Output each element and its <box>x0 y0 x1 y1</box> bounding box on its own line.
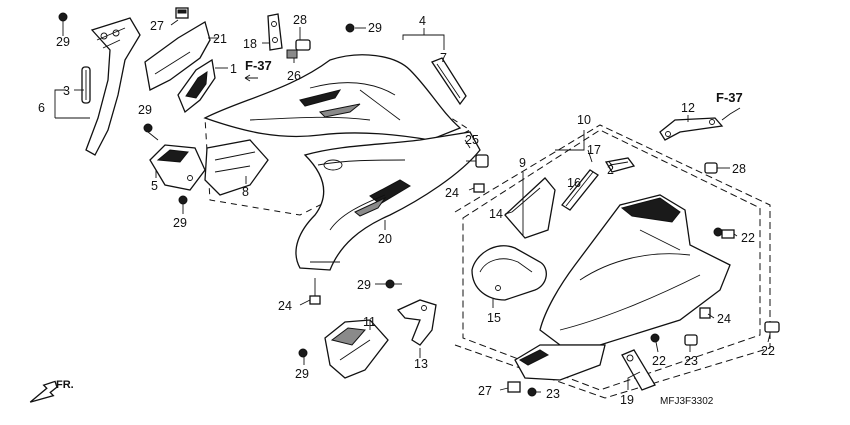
main-side-cowl-20 <box>295 131 481 271</box>
bolt-29-lower-left <box>178 195 188 205</box>
bolt-22-right-upper <box>713 227 735 239</box>
leader-lines <box>54 19 771 393</box>
bolt-29-top-center <box>345 23 355 33</box>
grommet-28-top <box>295 39 311 51</box>
callout-9: 9 <box>519 156 526 170</box>
callout-17: 17 <box>587 143 601 157</box>
callout-29-lower-center: 29 <box>357 278 371 292</box>
collar-26 <box>286 49 298 59</box>
inner-panel-15 <box>471 245 547 301</box>
callout-23-lower: 23 <box>684 354 698 368</box>
callout-19: 19 <box>620 393 634 407</box>
callout-29-bottom-left: 29 <box>295 367 309 381</box>
callout-8: 8 <box>242 185 249 199</box>
side-rubber-strip <box>81 66 91 104</box>
bolt-23-lower <box>684 334 698 346</box>
group-outline-inner-panels <box>462 129 761 391</box>
ref-arrow-left <box>244 74 258 82</box>
inner-bracket-5 <box>149 144 206 191</box>
callout-22-far-right: 22 <box>761 344 775 358</box>
callout-22-lower: 22 <box>652 354 666 368</box>
callout-11: 11 <box>363 315 376 329</box>
callout-13: 13 <box>414 357 428 371</box>
callout-12: 12 <box>681 101 695 115</box>
callout-15: 15 <box>487 311 501 325</box>
callout-29-mid-left: 29 <box>138 103 152 117</box>
bolt-22-far-right <box>764 321 780 333</box>
callout-2: 2 <box>607 163 614 177</box>
callout-28-top: 28 <box>293 13 307 27</box>
callout-24-center: 24 <box>445 186 459 200</box>
callout-29-lower-left: 29 <box>173 216 187 230</box>
bracket-13 <box>396 299 437 346</box>
cowl-stripe-7 <box>431 57 467 106</box>
bolt-29-lower-center <box>385 279 402 289</box>
bolt-29-mid-left <box>143 123 159 141</box>
bolt-29-bottom-left <box>298 348 308 358</box>
callout-25: 25 <box>465 133 479 147</box>
side-stay-bracket <box>85 17 141 156</box>
bolt-29-top-left <box>58 12 68 30</box>
lower-inner-cover <box>514 344 606 381</box>
callout-1: 1 <box>230 62 237 76</box>
rubber-strip-2 <box>604 157 636 173</box>
bolt-24-right <box>699 307 711 319</box>
callout-5: 5 <box>151 179 158 193</box>
callout-29-top-left: 29 <box>56 35 70 49</box>
inner-panel-8 <box>204 139 269 196</box>
bolt-28-right <box>704 162 718 174</box>
callout-21: 21 <box>213 32 227 46</box>
group-outline-under-cowl <box>454 124 771 399</box>
callout-29-top-center: 29 <box>368 21 382 35</box>
callout-20: 20 <box>378 232 392 246</box>
inner-panel-14 <box>504 177 556 239</box>
bolt-22-lower-center <box>650 333 660 343</box>
ref-f37-right: F-37 <box>716 90 743 105</box>
rubber-strip-16 <box>561 169 599 211</box>
stay-bracket-12 <box>659 117 724 141</box>
callout-3: 3 <box>63 84 70 98</box>
bolt-24-center <box>473 183 485 193</box>
callout-24-lower: 24 <box>278 299 292 313</box>
bolt-24-lower <box>309 278 321 305</box>
callout-16: 16 <box>567 176 581 190</box>
bolt-27-top <box>175 7 189 19</box>
lower-cover-11 <box>324 319 389 379</box>
callout-27-bottom: 27 <box>478 384 492 398</box>
callout-18: 18 <box>243 37 257 51</box>
front-direction-arrow: FR. <box>29 379 74 403</box>
front-label: FR. <box>56 379 74 391</box>
callout-10: 10 <box>577 113 591 127</box>
callout-6: 6 <box>38 101 45 115</box>
callout-28-right: 28 <box>732 162 746 176</box>
callout-14: 14 <box>489 207 503 221</box>
callout-23-bottom: 23 <box>546 387 560 401</box>
callout-22-right-upper: 22 <box>741 231 755 245</box>
callout-26: 26 <box>287 69 301 83</box>
stay-bracket-19 <box>621 349 656 391</box>
clip-25 <box>466 154 489 168</box>
upper-side-cowl <box>203 54 462 141</box>
callout-4: 4 <box>419 14 426 28</box>
stay-bracket-18 <box>267 13 283 51</box>
ref-f37-left: F-37 <box>245 58 272 73</box>
under-cowl-10 <box>539 194 731 346</box>
inner-cover-panel <box>144 21 216 114</box>
callout-7: 7 <box>440 51 447 65</box>
diagram-code: MFJ3F3302 <box>660 396 714 407</box>
bolt-27-bottom <box>507 381 521 393</box>
callout-24-right: 24 <box>717 312 731 326</box>
callout-27-top: 27 <box>150 19 164 33</box>
bolt-23-bottom <box>527 387 537 397</box>
